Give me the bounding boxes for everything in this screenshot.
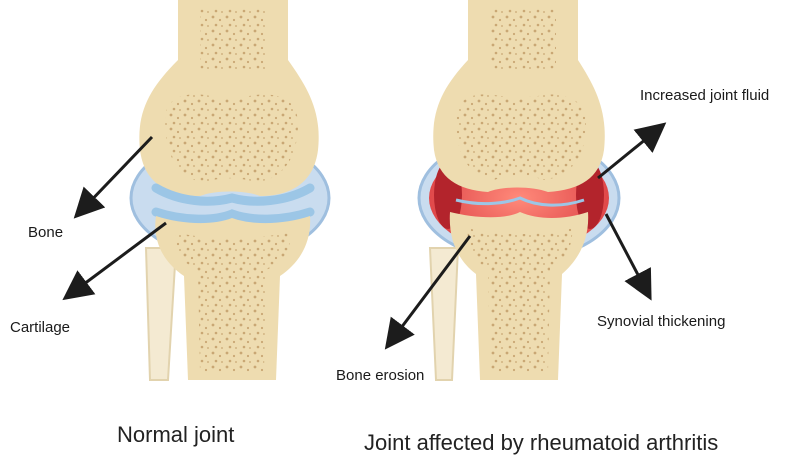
cartilage-label: Cartilage (10, 320, 70, 335)
increased-fluid-arrow (598, 130, 657, 178)
affected-joint (419, 0, 619, 380)
affected-femur-shaft-spongy (490, 8, 556, 70)
normal-joint-caption: Normal joint (117, 424, 234, 446)
normal-femur-spongy (165, 94, 298, 182)
synovial-thickening-arrow (606, 214, 646, 290)
synovial-thickening-label: Synovial thickening (597, 314, 725, 329)
bone-label: Bone (28, 225, 63, 240)
normal-femur-shaft-spongy (200, 8, 266, 70)
increased-joint-fluid-label: Increased joint fluid (640, 88, 769, 103)
normal-cartilage-lower (156, 212, 310, 219)
affected-joint-caption: Joint affected by rheumatoid arthritis (364, 432, 718, 454)
bone-erosion-label: Bone erosion (336, 368, 424, 383)
normal-joint (131, 0, 329, 380)
affected-femur-spongy (456, 94, 586, 180)
normal-fibula (146, 248, 176, 380)
affected-fibula (430, 248, 458, 380)
